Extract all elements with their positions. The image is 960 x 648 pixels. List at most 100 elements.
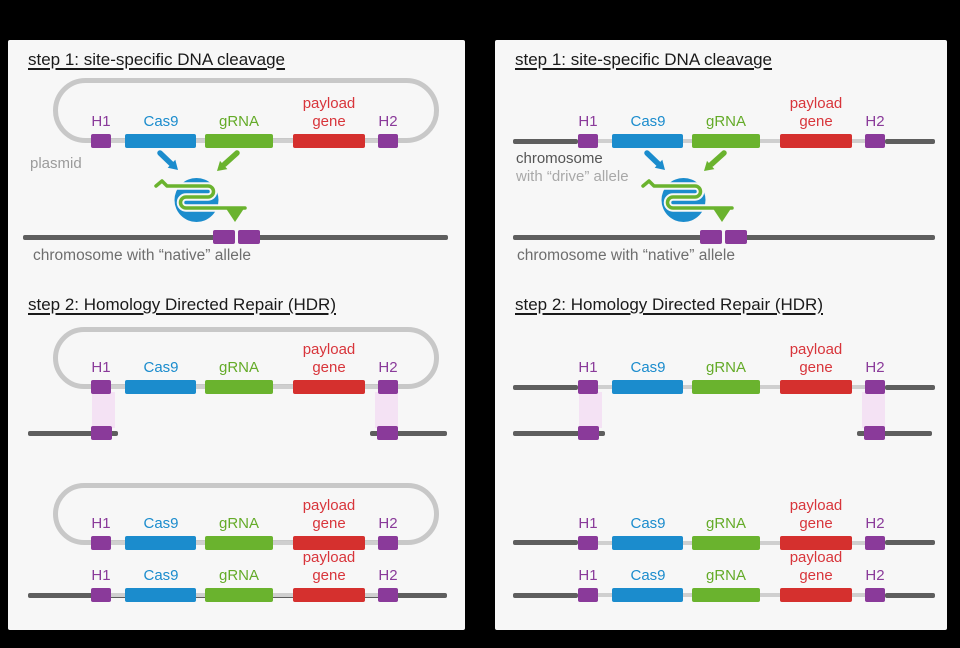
segment-h2 [865,380,885,394]
cut-chromosome-left-arm [513,431,605,436]
segment-label-cas9: Cas9 [143,567,179,584]
segment-label-h2: H2 [865,359,885,376]
segment-label-grna: gRNA [705,567,746,584]
step1-title: step 1: site-specific DNA cleavage [28,50,286,69]
green-arrow-icon [221,150,240,168]
plasmid-drive-panel: step 1: site-specific DNA cleavage H1 Ca… [8,40,465,630]
segment-label-h1: H1 [91,567,111,584]
segment-label-h2: H2 [378,113,398,130]
drive-chromosome-left-arm [513,540,578,545]
segment-grna [692,134,760,148]
chromosome-h1-site [578,426,599,440]
segment-payload-gene [780,588,852,602]
homology-band-h1 [92,392,115,428]
segment-label-grna: gRNA [218,113,259,130]
segment-h2 [378,380,398,394]
segment-cas9 [612,536,683,550]
segment-label-h2: H2 [378,515,398,532]
segment-label-h1: H1 [578,113,598,130]
segment-h1 [578,588,598,602]
segment-label-grna: gRNA [218,359,259,376]
segment-label-h2: H2 [378,359,398,376]
cas9-grna-complex [148,140,268,230]
segment-h1 [578,134,598,148]
grna-strand-icon [641,179,734,210]
segment-grna [205,536,273,550]
cut-chromosome-right-arm [370,431,447,436]
green-arrow-icon [708,150,727,168]
segment-h1 [91,134,111,148]
segment-payload-gene [293,380,365,394]
segment-label-h1: H1 [91,359,111,376]
segment-h1 [578,536,598,550]
segment-label-h2: H2 [865,567,885,584]
segment-h1 [91,380,111,394]
segment-h2 [378,134,398,148]
segment-label-cas9: Cas9 [143,515,179,532]
segment-cas9 [612,588,683,602]
segment-h1 [91,536,111,550]
cut-chromosome-right-arm [857,431,932,436]
native-chromosome-caption: chromosome with “native” allele [33,247,251,264]
segment-label-cas9: Cas9 [143,359,179,376]
step2-title: step 2: Homology Directed Repair (HDR) [515,295,823,314]
plasmid-caption: plasmid [30,155,82,172]
homology-band-h2 [375,392,398,428]
segment-label-h1: H1 [578,359,598,376]
segment-label-h1: H1 [91,113,111,130]
cut-site-gap [722,235,725,240]
cut-site-gap [235,235,238,240]
drive-chromosome-left-arm [513,139,578,144]
grna-strand-icon [154,179,247,210]
homology-band-h2 [862,392,885,428]
drive-chromosome-right-arm [885,139,935,144]
segment-label-grna: gRNA [705,113,746,130]
segment-label-h2: H2 [865,113,885,130]
converted-chromosome-right-arm [885,593,935,598]
segment-label-cas9: Cas9 [630,359,666,376]
drive-chromosome-right-arm [885,540,935,545]
native-allele-left-half [700,230,722,244]
chromosome-h2-site [864,426,885,440]
segment-grna [205,380,273,394]
segment-h2 [865,536,885,550]
segment-cas9 [612,134,683,148]
cleavage-site-triangle-icon [712,207,732,222]
segment-grna [205,588,273,602]
drive-chromosome-caption-line2: with “drive” allele [516,168,629,185]
segment-h2 [378,588,398,602]
segment-payload-gene [780,134,852,148]
step2-title: step 2: Homology Directed Repair (HDR) [28,295,336,314]
step1-title: step 1: site-specific DNA cleavage [515,50,773,69]
native-allele-right-half [238,230,260,244]
cas9-grna-complex-icon [639,150,736,222]
blue-arrow-icon [157,150,175,168]
green-arrowhead-icon [704,160,715,171]
chromosome-h1-site [91,426,112,440]
segment-payload-gene [293,588,365,602]
segment-h2 [865,588,885,602]
segment-payload-gene [293,536,365,550]
blue-arrowhead-icon [654,159,665,170]
segment-grna [205,134,273,148]
native-allele-left-half [213,230,235,244]
drive-chromosome-left-arm [513,385,578,390]
blue-arrow-icon [644,150,662,168]
segment-label-h2: H2 [865,515,885,532]
segment-label-cas9: Cas9 [630,113,666,130]
segment-label-cas9: Cas9 [143,113,179,130]
segment-h2 [378,536,398,550]
drive-chromosome-right-arm [885,385,935,390]
